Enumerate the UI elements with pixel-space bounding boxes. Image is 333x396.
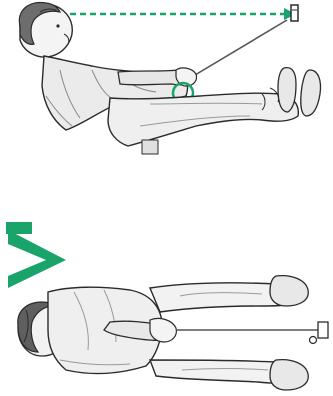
dashed-arrow-icon bbox=[70, 8, 296, 20]
head bbox=[19, 2, 72, 57]
target-marker-icon bbox=[291, 5, 298, 21]
legs bbox=[108, 93, 298, 154]
arms bbox=[104, 318, 328, 342]
shoes bbox=[270, 276, 308, 390]
club-shaft bbox=[190, 20, 287, 78]
top-panel bbox=[19, 2, 320, 154]
chevron-icon bbox=[6, 222, 66, 288]
club-head bbox=[318, 322, 328, 338]
ball-icon bbox=[310, 337, 317, 344]
bottom-panel bbox=[18, 276, 328, 390]
